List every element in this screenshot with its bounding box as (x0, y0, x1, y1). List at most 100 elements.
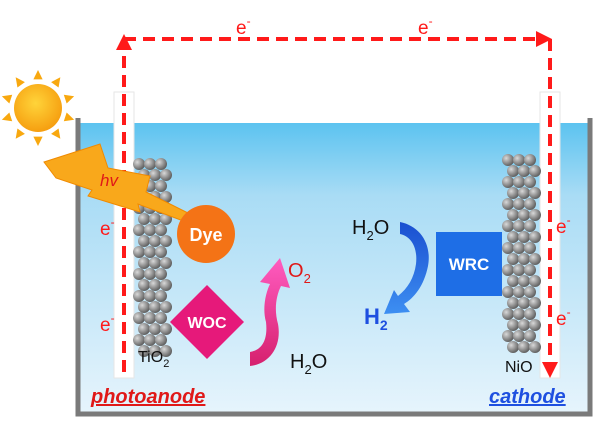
nanoparticle (518, 253, 530, 265)
nanoparticle (160, 345, 172, 357)
nanoparticle (513, 264, 525, 276)
nanoparticle (155, 312, 167, 324)
nanoparticle (518, 165, 530, 177)
h2o-right-label: H2O (352, 217, 389, 243)
nanoparticle (529, 341, 541, 353)
nanoparticle (149, 301, 161, 313)
nanoparticle (133, 290, 145, 302)
nanoparticle (513, 198, 525, 210)
h2o-left-label: H2O (290, 351, 327, 377)
sun-ray (33, 136, 43, 146)
nanoparticle (502, 330, 514, 342)
nanoparticle (518, 275, 530, 287)
nanoparticle (524, 286, 536, 298)
nanoparticle (155, 158, 167, 170)
nanoparticle (155, 224, 167, 236)
nanoparticle (502, 242, 514, 254)
o2-label: O2 (288, 260, 311, 286)
electron-label-right-upper: e- (556, 213, 571, 238)
nio-nanoparticles (502, 154, 541, 353)
nanoparticle (149, 169, 161, 181)
nanoparticle (524, 308, 536, 320)
nanoparticle (507, 341, 519, 353)
nanoparticle (518, 341, 530, 353)
electron-flow-path (116, 31, 558, 378)
nanoparticle (513, 176, 525, 188)
electron-label-left-upper: e- (100, 215, 115, 240)
nanoparticle (507, 165, 519, 177)
nanoparticle (529, 165, 541, 177)
dye-label: Dye (189, 225, 222, 245)
nanoparticle (507, 253, 519, 265)
nanoparticle (518, 231, 530, 243)
nanoparticle (524, 176, 536, 188)
nanoparticle (502, 286, 514, 298)
nanoparticle (138, 235, 150, 247)
nanoparticle (507, 319, 519, 331)
nanoparticle (133, 334, 145, 346)
tio2-label: TiO2 (138, 349, 169, 370)
nanoparticle (149, 323, 161, 335)
nanoparticle (524, 220, 536, 232)
nanoparticle (502, 220, 514, 232)
nanoparticle (138, 279, 150, 291)
nanoparticle (507, 231, 519, 243)
nanoparticle (507, 209, 519, 221)
nanoparticle (138, 301, 150, 313)
nanoparticle (133, 158, 145, 170)
electron-label-top-right: e- (418, 14, 433, 39)
nanoparticle (524, 154, 536, 166)
nanoparticle (513, 242, 525, 254)
photoanode-label: photoanode (90, 386, 205, 408)
nanoparticle (518, 297, 530, 309)
nanoparticle (133, 268, 145, 280)
nanoparticle (518, 209, 530, 221)
nanoparticle (513, 330, 525, 342)
nanoparticle (144, 246, 156, 258)
nanoparticle (529, 187, 541, 199)
sun-ray (63, 112, 75, 122)
nanoparticle (502, 198, 514, 210)
nanoparticle (149, 257, 161, 269)
nanoparticle (144, 290, 156, 302)
nanoparticle (133, 312, 145, 324)
nanoparticle (524, 242, 536, 254)
nanoparticle (149, 345, 161, 357)
nanoparticle (529, 231, 541, 243)
nanoparticle (502, 308, 514, 320)
nanoparticle (507, 187, 519, 199)
nanoparticle (160, 323, 172, 335)
sun-disk (14, 84, 62, 132)
nanoparticle (513, 286, 525, 298)
wrc-label: WRC (449, 255, 490, 274)
sun-ray (1, 112, 13, 122)
nanoparticle (524, 330, 536, 342)
nanoparticle (133, 224, 145, 236)
nanoparticle (524, 264, 536, 276)
nanoparticle (518, 319, 530, 331)
nanoparticle (529, 297, 541, 309)
nanoparticle (155, 268, 167, 280)
nanoparticle (149, 213, 161, 225)
sun-ray (51, 128, 61, 139)
woc-label: WOC (187, 315, 227, 332)
h2-label: H2 (364, 304, 388, 333)
nanoparticle (160, 301, 172, 313)
nanoparticle (502, 264, 514, 276)
nanoparticle (144, 268, 156, 280)
sun-ray (51, 77, 61, 88)
nanoparticle (138, 345, 150, 357)
nanoparticle (502, 154, 514, 166)
nanoparticle (529, 275, 541, 287)
nanoparticle (513, 308, 525, 320)
nanoparticle (529, 209, 541, 221)
h2-evolution-arrow (384, 222, 429, 314)
nanoparticle (160, 169, 172, 181)
nanoparticle (144, 334, 156, 346)
nanoparticle (507, 275, 519, 287)
nanoparticle (144, 312, 156, 324)
nanoparticle (149, 235, 161, 247)
nanoparticle (513, 220, 525, 232)
nanoparticle (138, 257, 150, 269)
